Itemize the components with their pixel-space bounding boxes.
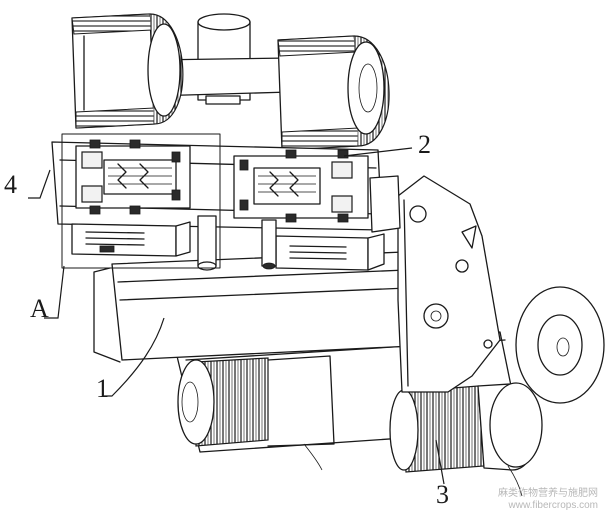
detail-box-A bbox=[61, 133, 221, 269]
left-top-cylinder bbox=[71, 13, 184, 129]
label-2: 2 bbox=[418, 130, 431, 159]
label-A: A bbox=[30, 294, 49, 323]
label-4: 4 bbox=[4, 170, 17, 199]
left-knurled-wheel bbox=[177, 355, 335, 447]
right-bracket-plate bbox=[397, 175, 501, 393]
label-3: 3 bbox=[436, 480, 449, 509]
leader-lines bbox=[28, 147, 445, 485]
right-clamp-mechanism bbox=[233, 149, 369, 223]
left-clamp-mechanism bbox=[75, 139, 191, 215]
middle-cylinder bbox=[93, 251, 413, 363]
right-spring-box bbox=[275, 233, 385, 271]
right-top-cylinder bbox=[277, 35, 390, 151]
support-posts bbox=[197, 215, 277, 271]
watermark-line-1: 麻类作物营养与施肥网 bbox=[498, 488, 598, 499]
bottom-gear-3 bbox=[303, 382, 543, 497]
watermark-line-2: www.fibercrops.com bbox=[508, 500, 598, 511]
watermark: 麻类作物营养与施肥网 www.fibercrops.com bbox=[498, 488, 598, 512]
top-pipe bbox=[151, 13, 291, 105]
left-spring-box bbox=[71, 221, 191, 257]
label-1: 1 bbox=[96, 374, 109, 403]
